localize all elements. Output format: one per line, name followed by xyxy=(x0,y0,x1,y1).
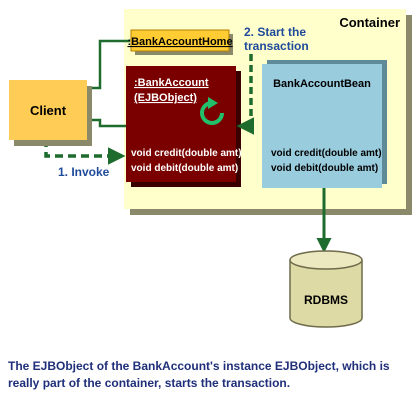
client-label: Client xyxy=(30,103,67,118)
step2-label-line1: 2. Start the xyxy=(244,25,306,39)
ejb-method-debit: void debit(double amt) xyxy=(131,163,238,174)
container-label: Container xyxy=(339,15,400,30)
bean-method-debit: void debit(double amt) xyxy=(271,163,378,174)
client-home-connector xyxy=(86,39,130,90)
bean-box xyxy=(262,64,382,188)
database-label: RDBMS xyxy=(304,293,348,307)
step2-label-line2: transaction xyxy=(244,39,309,53)
ejb-method-credit: void credit(double amt) xyxy=(131,148,242,159)
client-box xyxy=(9,80,87,140)
refresh-cycle-icon xyxy=(200,97,224,125)
start-transaction-arrow xyxy=(236,54,254,135)
ejb-object-label-2: (EJBObject) xyxy=(134,92,197,104)
bean-label: BankAccountBean xyxy=(273,78,371,90)
ejb-object-box xyxy=(126,66,236,182)
client-ejbobject-connector xyxy=(86,118,126,128)
diagram-caption: The EJBObject of the BankAccount's insta… xyxy=(8,359,390,390)
step1-label: 1. Invoke xyxy=(58,165,110,179)
ejb-transaction-diagram: Container 1. Invoke Client :BankAccountH… xyxy=(9,9,412,328)
home-box xyxy=(130,29,230,52)
database-icon xyxy=(289,250,363,328)
ejb-object-label-1: :BankAccount xyxy=(134,77,209,89)
bean-method-credit: void credit(double amt) xyxy=(271,148,382,159)
home-label: :BankAccountHome xyxy=(127,36,232,48)
